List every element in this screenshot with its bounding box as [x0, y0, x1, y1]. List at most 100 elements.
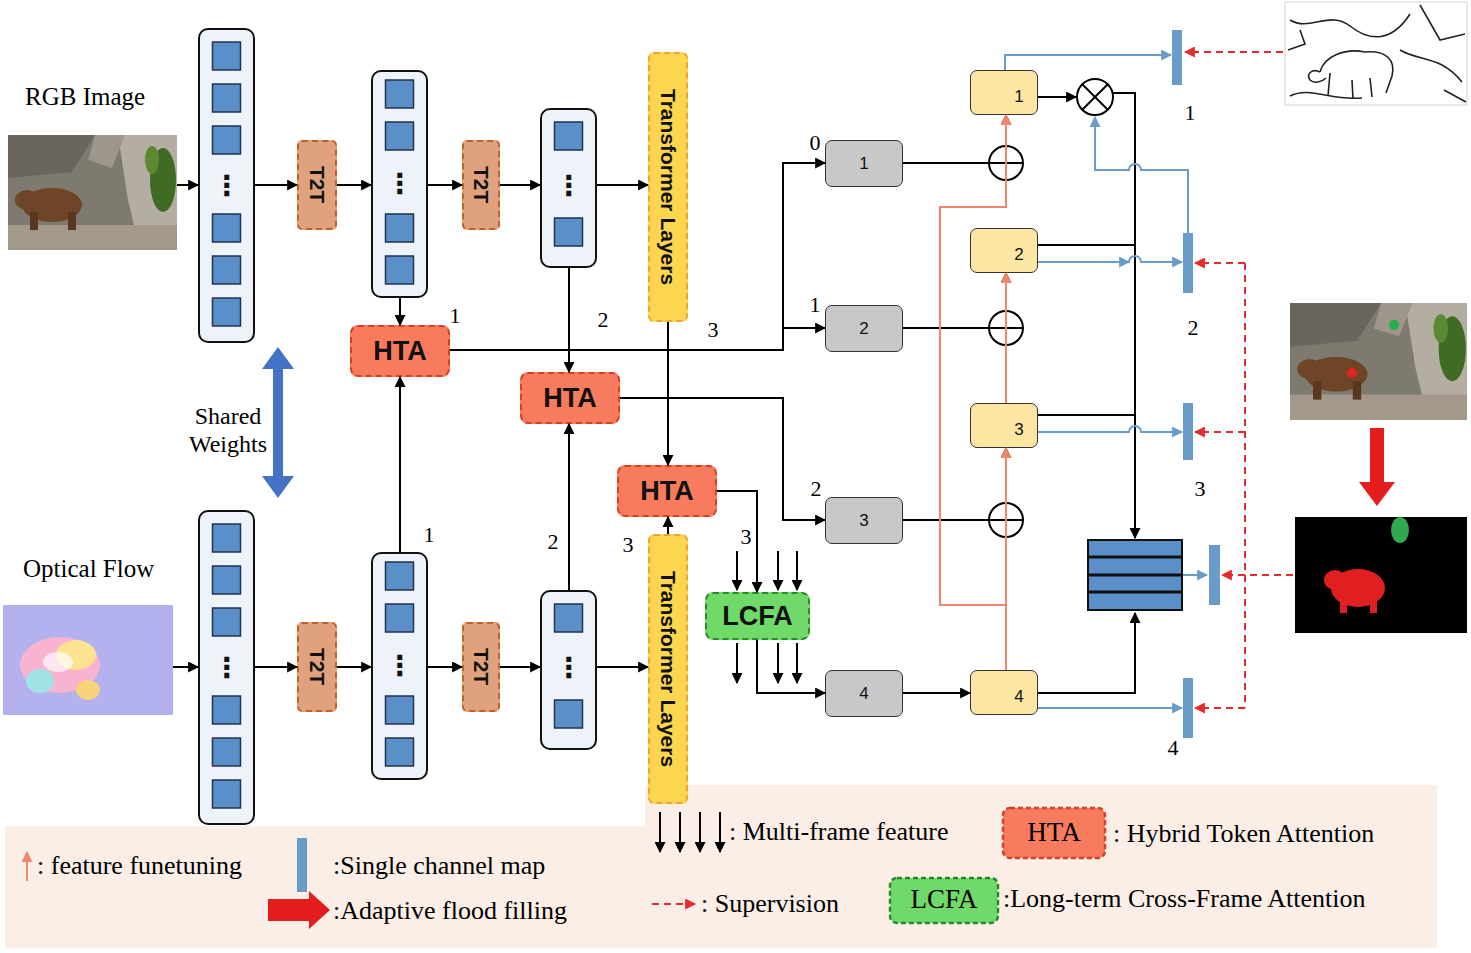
callout-number: 4: [1168, 735, 1179, 760]
callout-number: 3: [741, 524, 752, 549]
node-text: ⋮: [373, 166, 426, 202]
connector: [173, 666, 198, 668]
legend-text: :Adaptive flood filling: [333, 896, 567, 926]
connector: [568, 268, 570, 372]
node-text: 1: [859, 154, 868, 174]
callout-number: 1: [450, 303, 461, 328]
connector: [337, 184, 371, 186]
callout-number: 2: [548, 529, 559, 554]
transformer-block: Transformer Layers: [648, 52, 688, 322]
annotation: Shared Weights: [182, 403, 274, 458]
input-image: Optical Flow: [3, 605, 173, 715]
connector: [177, 184, 198, 186]
connector: [255, 666, 297, 668]
token-column: ⋮: [198, 510, 255, 825]
t2t-block: T2T: [297, 140, 337, 230]
node-text: 3: [1014, 420, 1023, 440]
t2t-block: T2T: [462, 622, 500, 712]
callout-number: 3: [623, 532, 634, 557]
node-text: T2T: [469, 166, 493, 203]
node-text: 2: [1014, 245, 1023, 265]
output-box: 2: [970, 228, 1038, 273]
token-column: ⋮: [198, 28, 255, 343]
image-heading: Optical Flow: [23, 555, 154, 583]
callout-number: 1: [1185, 100, 1196, 125]
connector: [597, 666, 648, 668]
legend-text: :Long-term Cross-Frame Attention: [1003, 884, 1366, 914]
hta-block: HTA: [520, 372, 620, 424]
finetune-arrow: [1005, 273, 1007, 403]
connector: [255, 184, 297, 186]
connector: [717, 491, 757, 592]
callout-number: 2: [598, 307, 609, 332]
decoder-box: 3: [825, 497, 903, 544]
node-text: T2T: [305, 648, 329, 685]
node-text: LCFA: [722, 601, 793, 632]
node-text: 3: [859, 511, 868, 531]
transformer-block: Transformer Layers: [648, 534, 688, 804]
connector: [903, 115, 1006, 163]
finetune-arrow: [940, 115, 1006, 670]
connector: [903, 448, 1006, 520]
legend-text: : Multi-frame feature: [729, 817, 948, 847]
output-box: 4: [970, 670, 1038, 715]
t2t-block: T2T: [297, 622, 337, 712]
connector: [597, 184, 648, 186]
connector: [337, 666, 371, 668]
node-text: ⋮: [373, 648, 426, 684]
hta-block: HTA: [350, 325, 450, 377]
node-text: 4: [859, 684, 868, 704]
legend-text: : Supervision: [701, 889, 839, 919]
legend-text: : feature funetuning: [37, 851, 242, 881]
connector: [428, 666, 462, 668]
node-text: 1: [1014, 87, 1023, 107]
connector: [399, 298, 401, 325]
node-text: 2: [859, 319, 868, 339]
node-text: Transformer Layers: [656, 89, 680, 285]
node-text: HTA: [640, 476, 694, 507]
legend-sample-text: LCFA: [910, 884, 977, 915]
connector: [428, 184, 462, 186]
legend-text: : Hybrid Token Attention: [1113, 819, 1374, 849]
callout-number: 0: [810, 130, 821, 155]
connector: [568, 424, 570, 590]
hta-block: HTA: [617, 465, 717, 517]
connector: [903, 273, 1006, 328]
node-text: Transformer Layers: [656, 571, 680, 767]
lcfa-block: LCFA: [705, 592, 810, 640]
callout-number: 2: [811, 476, 822, 501]
connector: [500, 184, 540, 186]
legend-text: :Single channel map: [333, 851, 545, 881]
callout-number: 1: [424, 522, 435, 547]
legend-swatch: [297, 838, 307, 892]
node-text: 4: [1014, 687, 1023, 707]
connector: [620, 398, 825, 520]
input-image: RGB Image: [8, 135, 177, 250]
node-text: HTA: [543, 383, 597, 414]
connector: [667, 322, 669, 465]
node-text: HTA: [373, 336, 427, 367]
connector: [500, 666, 540, 668]
callout-number: 2: [1188, 315, 1199, 340]
connector: [450, 328, 825, 350]
callout-number: 3: [708, 317, 719, 342]
decoder-box: 4: [825, 670, 903, 717]
node-text: ⋮: [200, 168, 253, 204]
node-text: ⋮: [542, 168, 595, 204]
connector: [667, 517, 669, 534]
node-text: ⋮: [542, 650, 595, 686]
connector: [399, 377, 401, 552]
callout-number: 1: [810, 292, 821, 317]
node-text: T2T: [469, 648, 493, 685]
output-box: 3: [970, 403, 1038, 448]
node-text: T2T: [305, 166, 329, 203]
decoder-box: 1: [825, 140, 903, 187]
connector: [450, 163, 825, 350]
t2t-block: T2T: [462, 140, 500, 230]
image-heading: RGB Image: [25, 83, 145, 111]
node-text: ⋮: [200, 650, 253, 686]
